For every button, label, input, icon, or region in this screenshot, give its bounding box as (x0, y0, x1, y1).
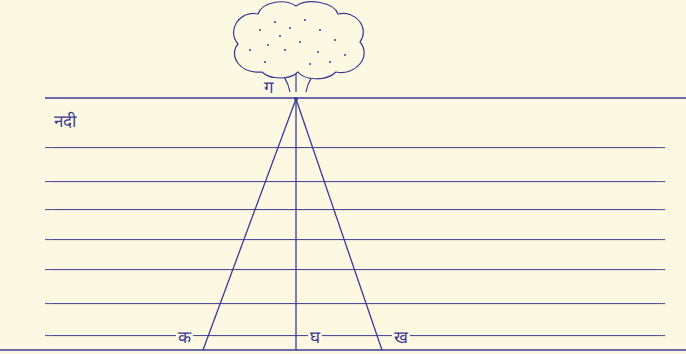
wave-line (45, 239, 665, 240)
river-bank (0, 349, 686, 350)
sight-lines (203, 99, 382, 350)
river-label: नदी (52, 112, 78, 131)
point-label: क (176, 328, 193, 347)
point-g (294, 97, 298, 101)
wave-line (45, 147, 665, 148)
point-label: ग (262, 78, 276, 97)
river-bank (45, 97, 686, 98)
point-label: ख (392, 328, 410, 347)
wave-line (45, 303, 665, 304)
wave-line (45, 335, 665, 336)
tree (234, 2, 365, 92)
wave-line (45, 209, 665, 210)
water-waves (45, 148, 665, 336)
point-label: घ (308, 328, 322, 347)
wave-line (45, 181, 665, 182)
